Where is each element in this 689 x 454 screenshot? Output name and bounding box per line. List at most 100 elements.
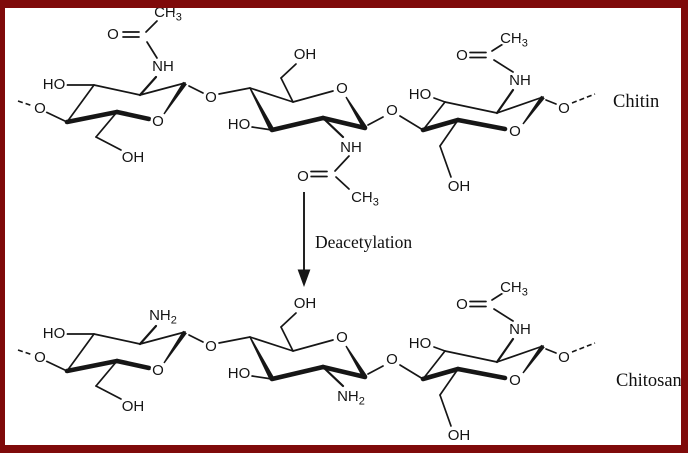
atom-label-ho: HO bbox=[409, 86, 432, 103]
wedge-bond bbox=[249, 87, 275, 132]
polymer-continuation-bond bbox=[571, 342, 596, 353]
polymer-continuation-bond bbox=[17, 349, 34, 356]
bond bbox=[367, 365, 384, 375]
atom-label-o: O bbox=[509, 123, 521, 140]
polymer-continuation-bond bbox=[571, 93, 596, 104]
bond bbox=[433, 97, 446, 103]
atom-label-o: O bbox=[558, 100, 570, 117]
atom-label-oh: OH bbox=[122, 398, 145, 415]
bond bbox=[496, 345, 544, 363]
wedge-bond bbox=[163, 330, 187, 364]
atom-label-o: O bbox=[336, 80, 348, 97]
bond bbox=[493, 308, 514, 322]
atom-label-o: O bbox=[456, 47, 468, 64]
bond bbox=[139, 82, 186, 96]
bold-bond bbox=[114, 109, 152, 122]
bond bbox=[422, 350, 446, 380]
atom-label-o: O bbox=[152, 362, 164, 379]
atom-label-ho: HO bbox=[228, 365, 251, 382]
atom-label-nh: NH bbox=[340, 139, 362, 156]
atom-label-ch3: CH3 bbox=[154, 4, 182, 24]
atom-label-ch3: CH3 bbox=[500, 279, 528, 299]
bold-bond bbox=[269, 115, 326, 133]
atom-label-nh2: NH2 bbox=[149, 307, 177, 327]
atom-label-o: O bbox=[558, 349, 570, 366]
atom-label-nh: NH bbox=[509, 72, 531, 89]
atom-label-o: O bbox=[386, 102, 398, 119]
bond bbox=[444, 350, 498, 363]
atom-label-o: O bbox=[107, 26, 119, 43]
bond bbox=[145, 20, 158, 33]
bond bbox=[280, 326, 294, 352]
bond bbox=[138, 75, 158, 97]
wedge-bond bbox=[522, 95, 545, 125]
bond bbox=[218, 87, 251, 95]
bond bbox=[95, 385, 122, 400]
bond bbox=[491, 43, 504, 52]
chitosan-label: Chitosan bbox=[616, 371, 682, 391]
bold-bond bbox=[269, 364, 326, 382]
atom-label-nh2: NH2 bbox=[337, 388, 365, 408]
wedge-bond bbox=[522, 344, 545, 374]
bond bbox=[292, 339, 334, 352]
bond bbox=[433, 346, 446, 352]
bond bbox=[218, 336, 251, 344]
bold-bond bbox=[420, 117, 461, 133]
bond bbox=[496, 96, 544, 114]
atom-label-oh: OH bbox=[294, 295, 317, 312]
arrow-head-icon bbox=[297, 269, 311, 287]
atom-label-nh: NH bbox=[152, 58, 174, 75]
atom-label-oh: OH bbox=[448, 178, 471, 195]
atom-label-o: O bbox=[152, 113, 164, 130]
bond bbox=[93, 84, 141, 96]
bond bbox=[321, 365, 345, 388]
atom-label-ch3: CH3 bbox=[351, 189, 379, 209]
bond bbox=[439, 368, 459, 396]
bond bbox=[45, 360, 68, 372]
atom-label-oh: OH bbox=[122, 149, 145, 166]
bond bbox=[45, 111, 68, 123]
bold-bond bbox=[64, 358, 120, 374]
bond bbox=[188, 334, 204, 343]
bond bbox=[399, 364, 424, 380]
bond bbox=[292, 90, 334, 103]
atom-label-o: O bbox=[456, 296, 468, 313]
bond bbox=[545, 348, 557, 354]
bond bbox=[249, 336, 294, 352]
bold-bond bbox=[320, 115, 368, 131]
bold-bond bbox=[320, 364, 368, 380]
bond bbox=[495, 337, 515, 364]
bond bbox=[95, 111, 118, 138]
bond bbox=[280, 63, 297, 79]
wedge-bond bbox=[249, 336, 275, 381]
bond bbox=[493, 59, 514, 73]
reaction-arrow bbox=[297, 192, 311, 287]
bond bbox=[251, 126, 273, 131]
bold-bond bbox=[420, 366, 461, 382]
atom-label-o: O bbox=[205, 338, 217, 355]
bond bbox=[399, 115, 424, 131]
bond bbox=[491, 292, 504, 301]
atom-label-o: O bbox=[297, 168, 309, 185]
atom-label-o: O bbox=[386, 351, 398, 368]
atom-label-ch3: CH3 bbox=[500, 30, 528, 50]
atom-label-o: O bbox=[34, 100, 46, 117]
bond bbox=[439, 394, 452, 427]
bond bbox=[249, 87, 294, 103]
atom-label-ho: HO bbox=[409, 335, 432, 352]
bond bbox=[335, 176, 350, 190]
wedge-bond bbox=[345, 96, 368, 130]
bold-bond bbox=[455, 366, 508, 381]
bond bbox=[280, 77, 294, 103]
bond bbox=[139, 331, 186, 345]
atom-label-o: O bbox=[509, 372, 521, 389]
bond bbox=[95, 360, 118, 387]
atom-label-o: O bbox=[205, 89, 217, 106]
bond bbox=[334, 155, 350, 172]
atom-label-nh: NH bbox=[509, 321, 531, 338]
atom-label-ho: HO bbox=[43, 76, 66, 93]
bold-bond bbox=[455, 117, 508, 132]
